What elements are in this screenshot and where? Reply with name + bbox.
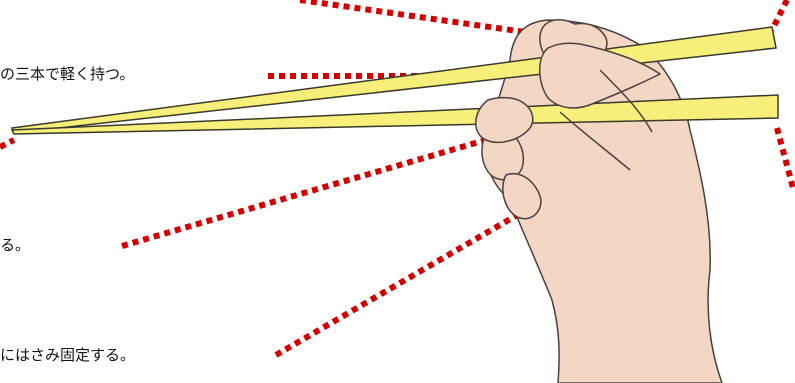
guide-line-right-edge	[777, 128, 793, 188]
guide-line-tip-left	[0, 140, 14, 147]
caption-top: の三本で軽く持つ。	[0, 64, 134, 84]
caption-bottom: にはさみ固定する。	[0, 345, 135, 365]
guide-line-top-right	[772, 0, 787, 30]
caption-middle: る。	[0, 235, 30, 255]
guide-line-caption-2	[122, 130, 520, 246]
